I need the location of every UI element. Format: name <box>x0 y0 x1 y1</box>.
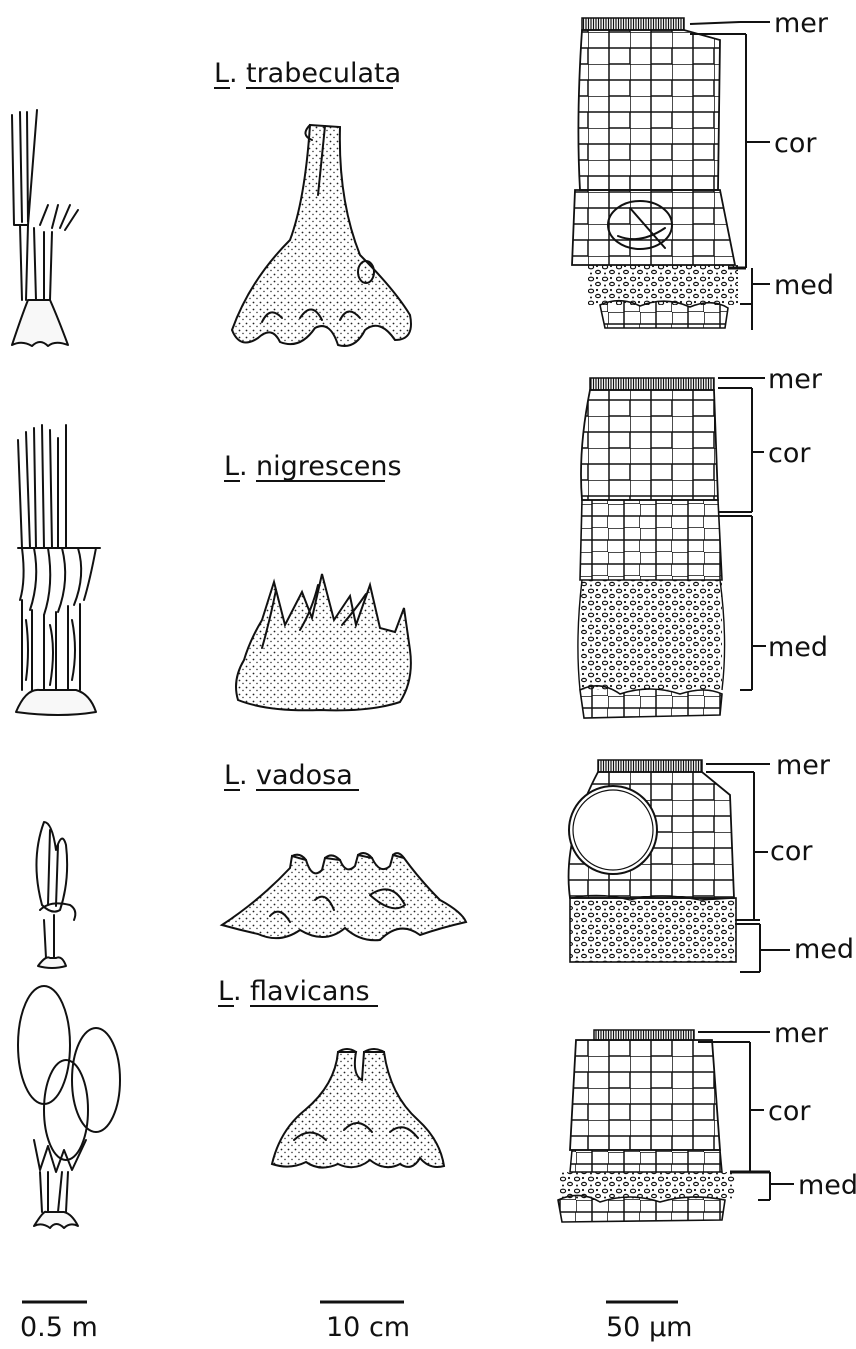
row-vadosa: L . vadosa <box>36 750 854 972</box>
section-drawing-vadosa <box>569 760 736 962</box>
zone-label-mer-3: mer <box>776 750 831 781</box>
species-genus-nigrescens: L <box>224 451 239 482</box>
species-name-trabeculata: trabeculata <box>246 58 401 89</box>
svg-text:.: . <box>233 976 242 1007</box>
zone-label-med-1: med <box>774 270 834 301</box>
zone-label-cor-3: cor <box>770 836 813 867</box>
scale-label-holdfast: 10 cm <box>326 1312 410 1343</box>
zone-label-cor-2: cor <box>768 438 811 469</box>
svg-text:.: . <box>229 58 238 89</box>
zone-label-med-3: med <box>794 934 854 965</box>
habit-drawing-nigrescens <box>16 425 100 715</box>
species-genus-trabeculata: L <box>214 58 229 89</box>
species-genus-vadosa: L <box>224 760 239 791</box>
row-nigrescens: L . nigrescens <box>16 364 828 718</box>
holdfast-drawing-vadosa <box>222 853 466 940</box>
holdfast-drawing-nigrescens <box>236 574 411 710</box>
habit-drawing-vadosa <box>36 822 75 968</box>
scale-label-habit: 0.5 m <box>20 1312 98 1343</box>
svg-text:.: . <box>239 760 248 791</box>
svg-text:.: . <box>239 451 248 482</box>
zone-label-mer-2: mer <box>768 364 823 395</box>
scale-bar-habit: 0.5 m <box>20 1302 98 1343</box>
scale-label-section: 50 µm <box>606 1312 692 1343</box>
row-flavicans: L . flavicans <box>18 976 856 1228</box>
section-drawing-nigrescens <box>578 378 725 718</box>
species-name-flavicans: flavicans <box>250 976 370 1007</box>
habit-drawing-flavicans <box>18 986 120 1228</box>
section-drawing-flavicans <box>558 1030 750 1222</box>
zone-label-med-4: med <box>798 1170 856 1201</box>
zone-label-med-2: med <box>768 632 828 663</box>
zone-label-mer-1: mer <box>774 8 829 39</box>
species-name-nigrescens: nigrescens <box>256 451 402 482</box>
zone-label-mer-4: mer <box>774 1018 829 1049</box>
species-name-vadosa: vadosa <box>256 760 353 791</box>
row-trabeculata: L . trabeculata <box>12 8 834 346</box>
habit-drawing-trabeculata <box>12 110 78 346</box>
section-drawing-trabeculata <box>572 18 738 328</box>
holdfast-drawing-flavicans <box>272 1049 444 1168</box>
scale-bar-section: 50 µm <box>606 1302 692 1343</box>
holdfast-drawing-trabeculata <box>232 125 411 346</box>
zone-label-cor-1: cor <box>774 128 817 159</box>
zone-bracket-nigrescens: mer cor med <box>718 364 828 690</box>
zone-label-cor-4: cor <box>768 1096 811 1127</box>
scale-bar-holdfast: 10 cm <box>320 1302 410 1343</box>
species-genus-flavicans: L <box>218 976 233 1007</box>
